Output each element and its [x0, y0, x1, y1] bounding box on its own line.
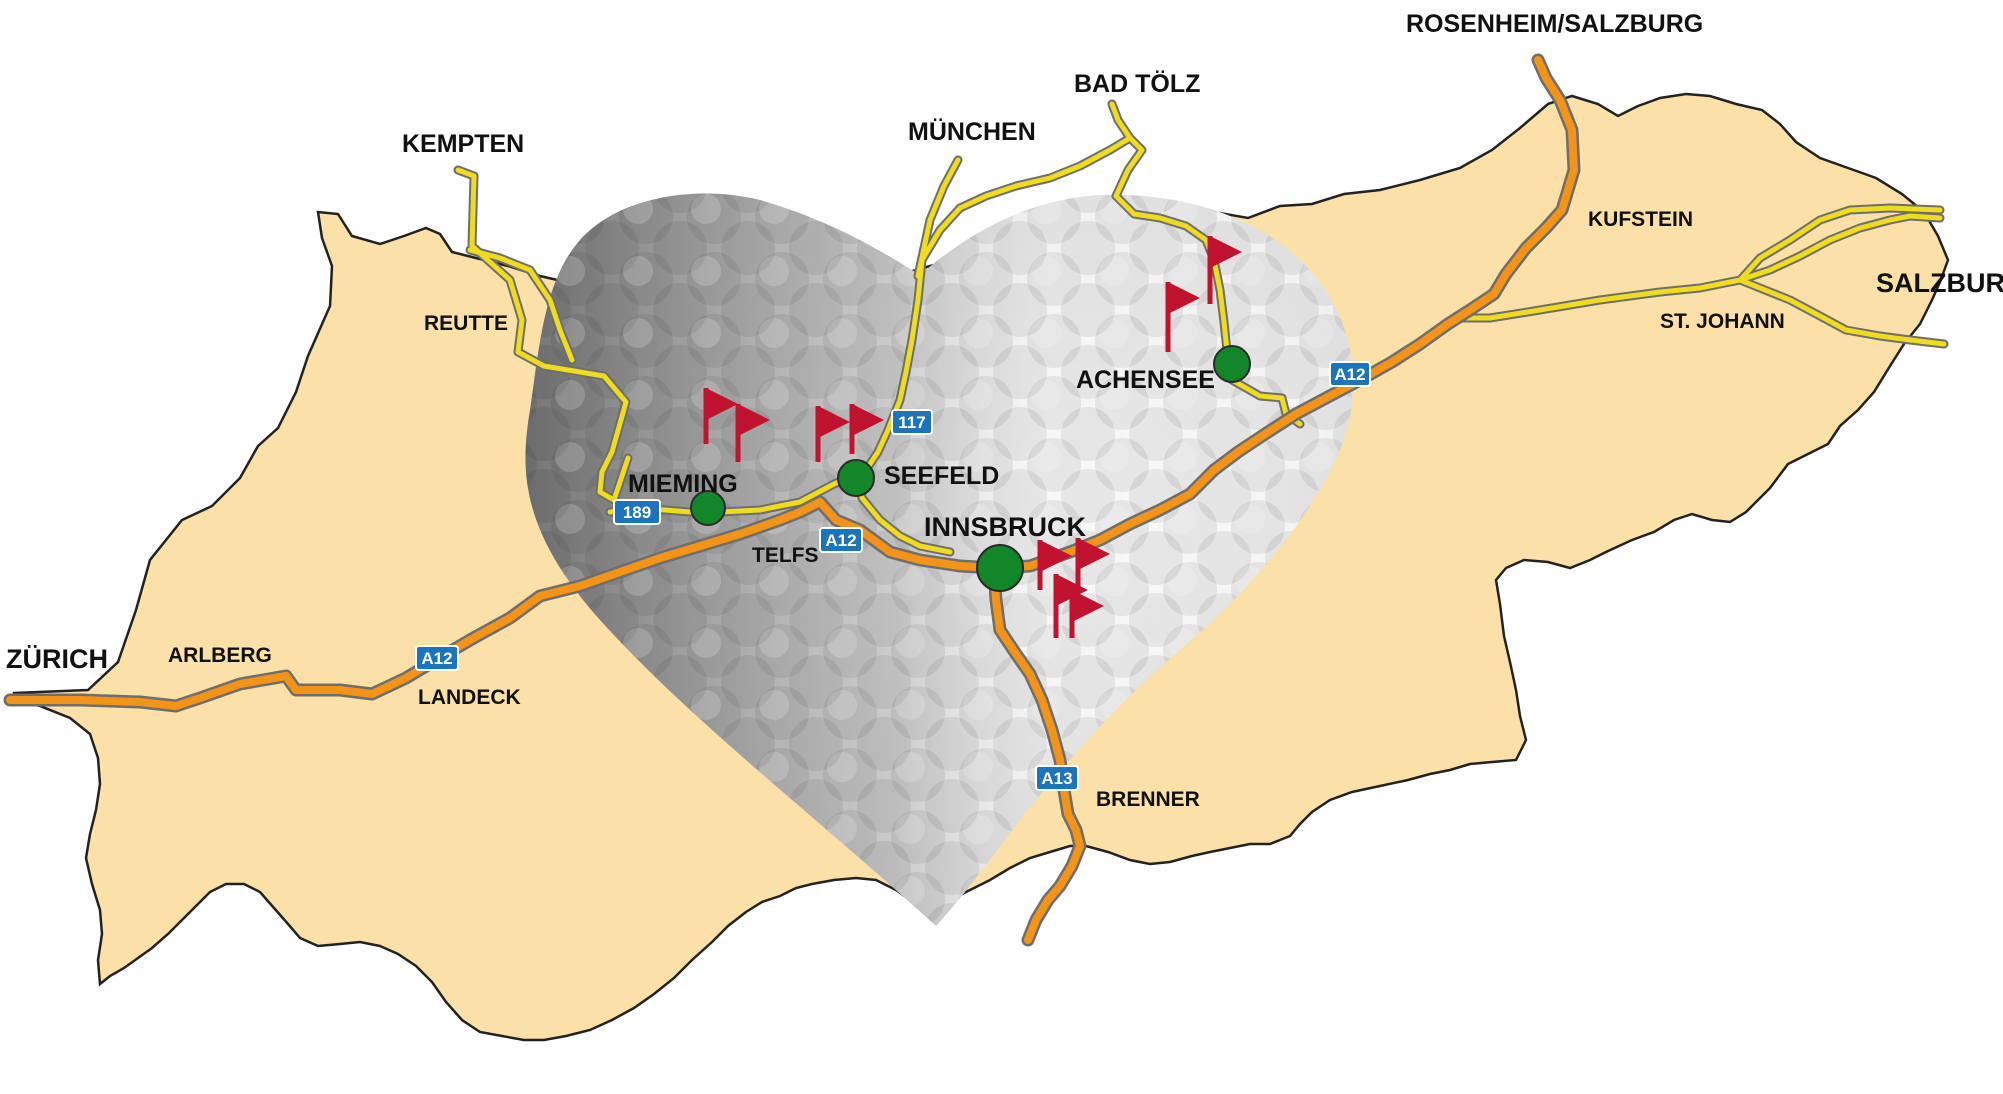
- label-innsbruck[interactable]: INNSBRUCK: [924, 512, 1087, 542]
- town-marker-icon[interactable]: [1213, 345, 1251, 383]
- golf-flag-icon[interactable]: [735, 404, 771, 462]
- label-salzburg: SALZBURG: [1876, 268, 2003, 298]
- shield-a12-landeck-label: A12: [421, 649, 452, 668]
- label-rosenheim-salzburg: ROSENHEIM/SALZBURG: [1406, 10, 1703, 38]
- road-stjohann-east: [1737, 277, 1947, 347]
- town-marker-icon[interactable]: [690, 490, 726, 526]
- golf-flag-icon[interactable]: [815, 406, 851, 462]
- route-shields: A12 A12 A12 A13 117 189: [415, 361, 1371, 791]
- road-kufstein-stjohann-salzburg: [1455, 213, 1943, 321]
- golf-flag-icon[interactable]: [1207, 236, 1243, 304]
- motorway-a12: [6, 56, 1578, 710]
- label-arlberg: ARLBERG: [168, 644, 272, 667]
- label-landeck: LANDECK: [418, 686, 521, 709]
- road-seefeld-muenchen: [915, 157, 961, 279]
- label-reutte: REUTTE: [424, 312, 508, 335]
- shield-a12-telfs-label: A12: [825, 531, 856, 550]
- label-achensee[interactable]: ACHENSEE: [1076, 366, 1215, 394]
- shield-a12-landeck: A12: [415, 645, 459, 671]
- shield-117-label: 117: [898, 413, 925, 432]
- shield-a12-achensee-label: A12: [1334, 365, 1365, 384]
- golf-flag-icon[interactable]: [1037, 540, 1073, 590]
- shield-a13: A13: [1035, 765, 1079, 791]
- road-stjohann-salzburg: [1739, 205, 1943, 281]
- town-marker-icon[interactable]: [837, 459, 875, 497]
- label-seefeld[interactable]: SEEFELD: [884, 462, 999, 490]
- road-achensee-badtoelz: [1113, 135, 1235, 383]
- map-labels: ROSENHEIM/SALZBURG BAD TÖLZ MÜNCHEN KEMP…: [6, 10, 2003, 811]
- shield-a12-telfs: A12: [819, 527, 863, 553]
- shield-117: 117: [891, 409, 933, 435]
- town-markers: [690, 345, 1251, 592]
- label-kempten: KEMPTEN: [402, 130, 524, 158]
- town-marker-icon[interactable]: [976, 544, 1024, 592]
- shield-a12-achensee: A12: [1329, 361, 1371, 387]
- label-bad-toelz: BAD TÖLZ: [1074, 69, 1200, 98]
- label-mieming[interactable]: MIEMING: [628, 470, 738, 498]
- label-muenchen: MÜNCHEN: [908, 117, 1036, 146]
- road-reutte-fernpass: [467, 247, 575, 363]
- shield-189: 189: [613, 499, 661, 525]
- label-telfs: TELFS: [752, 544, 819, 567]
- shield-a13-label: A13: [1041, 769, 1072, 788]
- label-kufstein: KUFSTEIN: [1588, 208, 1693, 231]
- label-st-johann: ST. JOHANN: [1660, 310, 1785, 333]
- road-mieming-seefeld: [607, 101, 1133, 515]
- golf-flag-icon[interactable]: [1165, 282, 1201, 352]
- label-zuerich: ZÜRICH: [6, 644, 108, 674]
- golf-flag-icon[interactable]: [703, 388, 739, 444]
- golf-flags: [703, 236, 1243, 638]
- golf-flag-icon[interactable]: [1075, 538, 1111, 590]
- golf-flag-icon[interactable]: [1069, 590, 1105, 638]
- label-brenner: BRENNER: [1096, 788, 1200, 811]
- shield-189-label: 189: [623, 503, 651, 522]
- golf-flag-icon[interactable]: [849, 404, 885, 454]
